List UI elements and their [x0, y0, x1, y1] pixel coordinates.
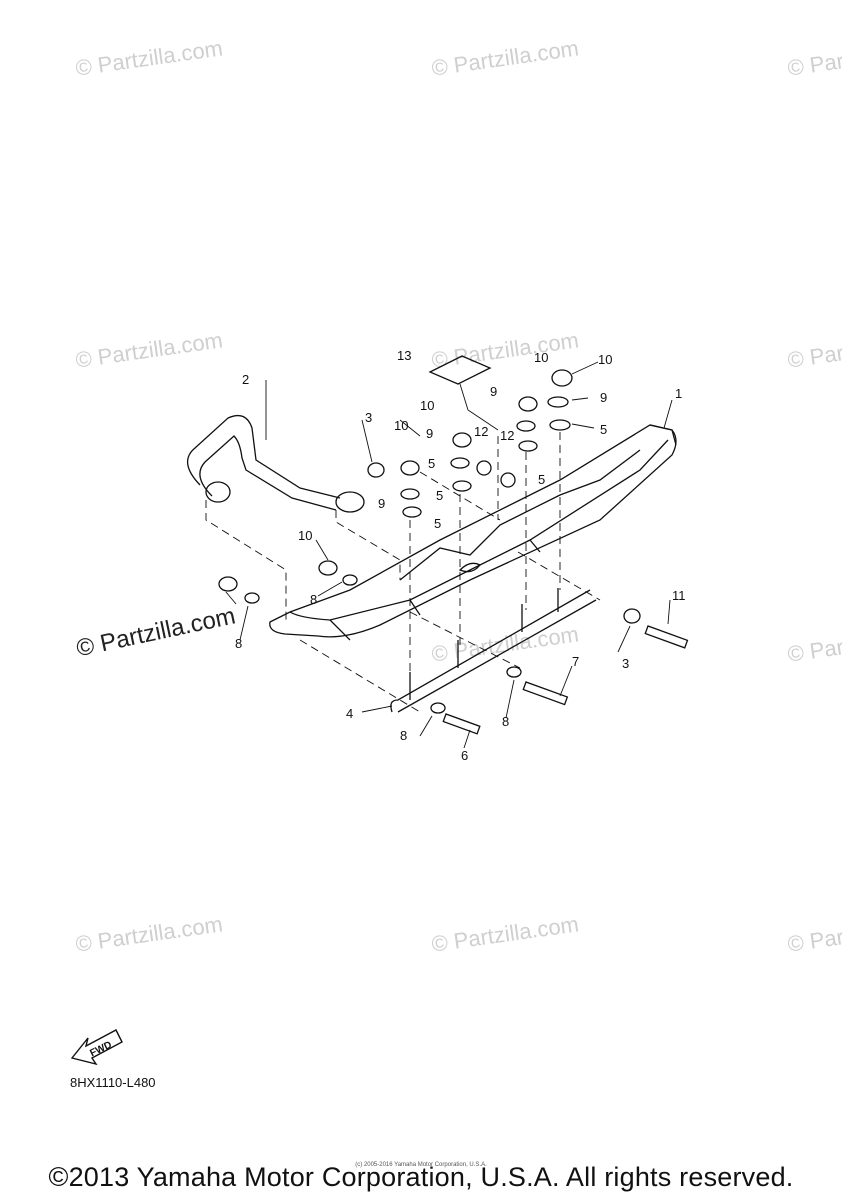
fwd-arrow-icon: FWD	[70, 1029, 123, 1066]
leader-lines	[225, 361, 673, 749]
copyright-notice: ©2013 Yamaha Motor Corporation, U.S.A. A…	[48, 1162, 794, 1192]
callout-5: 5	[436, 488, 443, 503]
bolts	[409, 588, 689, 735]
callout-8: 8	[400, 728, 407, 743]
callout-5: 5	[434, 516, 441, 531]
ski-body	[269, 424, 677, 641]
runner	[390, 589, 597, 713]
callout-12: 12	[474, 424, 488, 439]
dashed-guides	[205, 432, 601, 713]
callout-5: 5	[428, 456, 435, 471]
callout-9: 9	[378, 496, 385, 511]
callout-9: 9	[490, 384, 497, 399]
small-notice: (c) 2005-2016 Yamaha Motor Corporation, …	[355, 1162, 487, 1168]
callout-8: 8	[502, 714, 509, 729]
callout-8: 8	[235, 636, 242, 651]
callout-2: 2	[242, 372, 249, 387]
callout-10: 10	[420, 398, 434, 413]
callout-3: 3	[622, 656, 629, 671]
diagram-code: 8HX1110-L480	[70, 1075, 156, 1090]
callout-1: 1	[675, 386, 682, 401]
callout-5: 5	[538, 472, 545, 487]
callout-11: 11	[672, 588, 686, 603]
callout-10: 10	[394, 418, 408, 433]
callout-10: 10	[598, 352, 612, 367]
callout-12: 12	[500, 428, 514, 443]
callout-7: 7	[572, 654, 579, 669]
callout-9: 9	[426, 426, 433, 441]
callout-6: 6	[461, 748, 468, 763]
callout-9: 9	[600, 390, 607, 405]
callout-4: 4	[346, 706, 353, 721]
callout-labels: 1 2 3 3 4 5 5 5 5 5 6 7 8 8 8 8 9 9 9 9 …	[235, 348, 686, 763]
callout-10: 10	[298, 528, 312, 543]
spindle	[187, 414, 365, 513]
callout-13: 13	[397, 348, 411, 363]
plate	[428, 355, 492, 385]
callout-10: 10	[534, 350, 548, 365]
fasteners	[218, 369, 641, 714]
callout-8: 8	[310, 592, 317, 607]
callout-3: 3	[365, 410, 372, 425]
callout-5: 5	[600, 422, 607, 437]
